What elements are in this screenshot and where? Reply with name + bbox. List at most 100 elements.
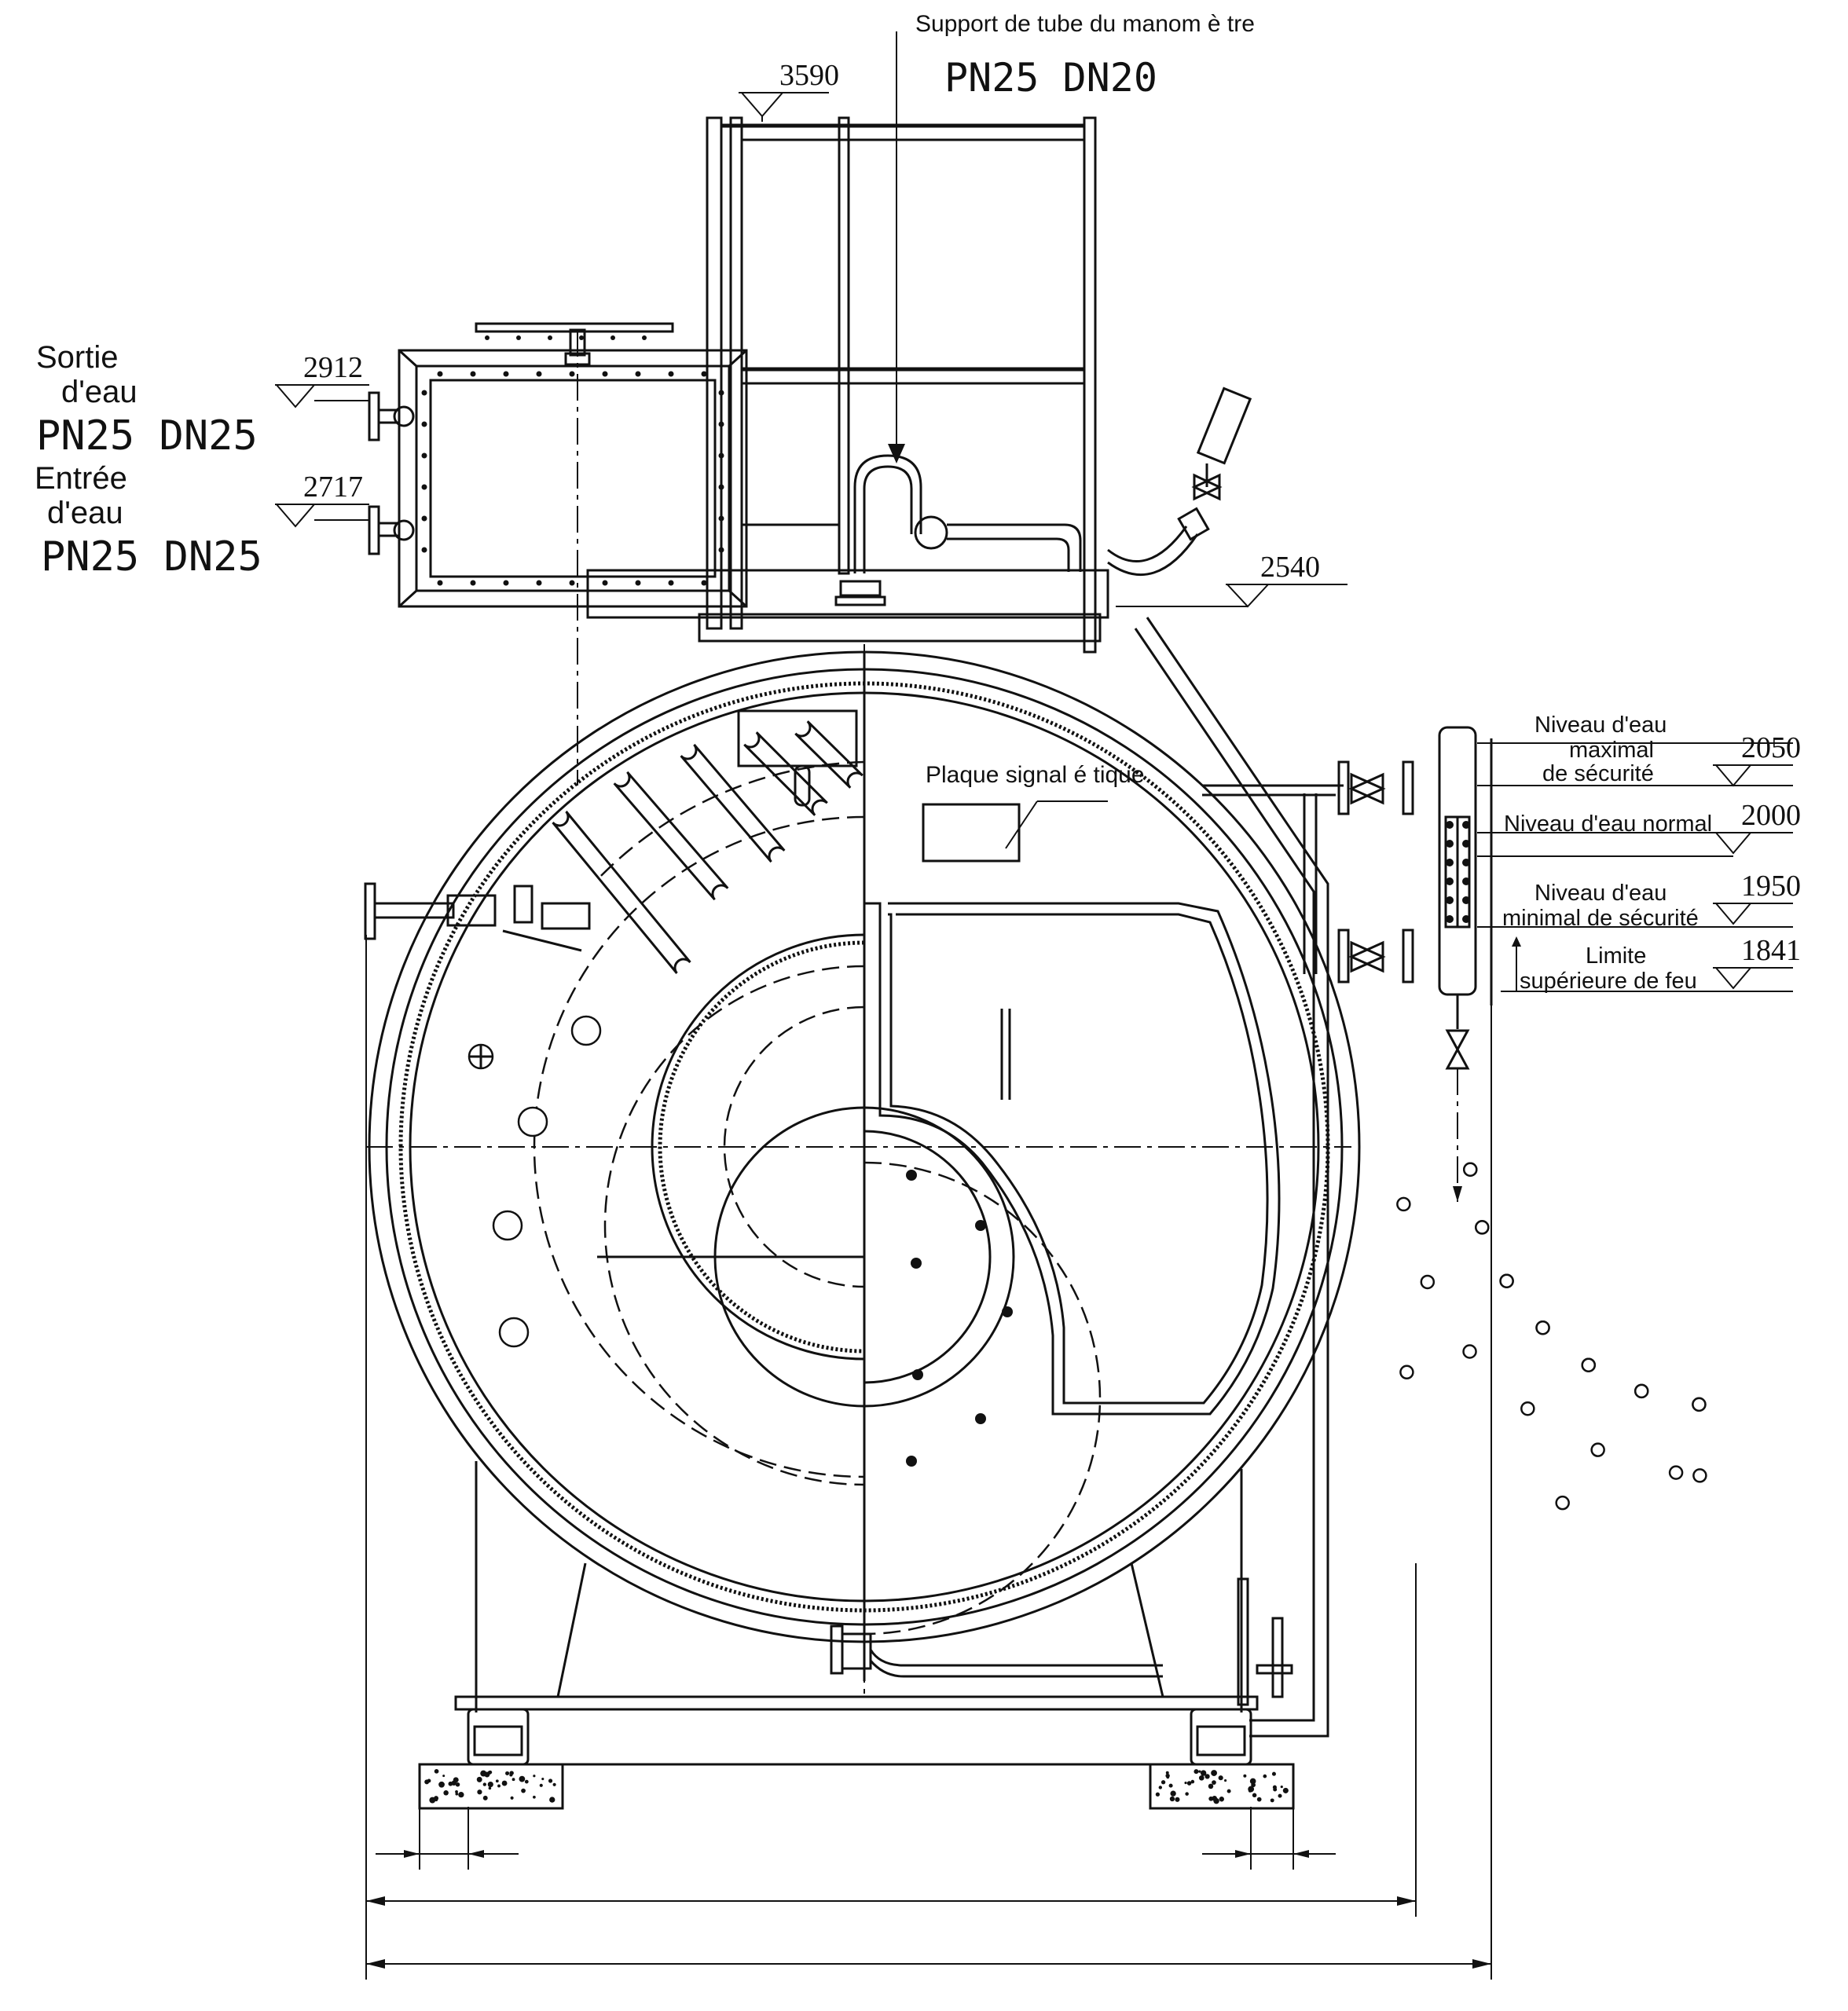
bolt	[421, 390, 427, 396]
gauge-dot	[1446, 877, 1454, 885]
bolt	[536, 371, 542, 377]
concrete-speck	[438, 1781, 445, 1788]
concrete-speck	[1185, 1792, 1189, 1796]
hatch-pipe	[794, 764, 811, 807]
tube-hole	[1462, 1344, 1477, 1359]
tube-hole	[1590, 1442, 1605, 1457]
concrete-speck	[519, 1775, 526, 1782]
concrete-speck	[458, 1792, 464, 1798]
smoke-tube	[743, 731, 828, 816]
bolt	[602, 580, 608, 586]
concrete-speck	[476, 1776, 482, 1782]
manometer-spec: PN25 DN20	[944, 55, 1157, 101]
water-inlet-spec: PN25 DN25	[41, 533, 262, 581]
flue-bolt	[1002, 1306, 1013, 1317]
bolt	[718, 452, 724, 459]
flue-bolt	[906, 1170, 917, 1181]
bolt	[503, 580, 509, 586]
bolt	[668, 580, 674, 586]
concrete-speck	[497, 1784, 500, 1788]
concrete-speck	[434, 1797, 438, 1802]
bolt	[421, 421, 427, 427]
concrete-speck	[1249, 1778, 1256, 1785]
manometer-siphon	[853, 31, 1252, 577]
bolt	[437, 371, 443, 377]
concrete-speck	[510, 1796, 514, 1800]
concrete-speck	[424, 1779, 430, 1785]
bolt	[718, 390, 724, 396]
concrete-speck	[442, 1775, 446, 1778]
bolt	[421, 484, 427, 490]
concrete-speck	[1168, 1783, 1173, 1788]
tube-hole	[1692, 1468, 1707, 1483]
bolt	[718, 484, 724, 490]
smoke-tube	[552, 811, 691, 974]
bolt	[485, 335, 490, 340]
concrete-speck	[1270, 1798, 1274, 1803]
elevation-min-safe: 1950	[1741, 870, 1801, 903]
concrete-speck	[1194, 1769, 1199, 1775]
concrete-speck	[482, 1795, 488, 1800]
concrete-speck	[1208, 1783, 1214, 1789]
concrete-speck	[1212, 1795, 1218, 1801]
concrete-speck	[1224, 1779, 1227, 1782]
gauge-dot	[1462, 840, 1470, 848]
bolt	[548, 335, 552, 340]
concrete-speck	[455, 1789, 458, 1793]
bolt	[437, 580, 443, 586]
bolt	[668, 371, 674, 377]
concrete-speck	[1263, 1774, 1267, 1778]
concrete-speck	[1219, 1797, 1225, 1802]
tube-hole	[1692, 1397, 1707, 1412]
concrete-speck	[1278, 1793, 1282, 1798]
concrete-speck	[1200, 1770, 1207, 1776]
elevation-inlet: 2717	[303, 471, 363, 504]
bolt	[470, 580, 476, 586]
gauge-dot	[1462, 859, 1470, 866]
bolt	[579, 335, 584, 340]
bolt	[421, 547, 427, 553]
elevation-outlet: 2912	[303, 351, 363, 384]
concrete-speck	[1198, 1770, 1201, 1773]
gauge-dot	[1462, 877, 1470, 885]
gauge-dot	[1446, 821, 1454, 829]
tube-hole	[1581, 1357, 1597, 1372]
fire-limit-label-2: supérieure de feu	[1520, 969, 1697, 994]
bolt	[635, 371, 641, 377]
bolt	[536, 580, 542, 586]
concrete-speck	[1284, 1789, 1288, 1793]
bolt	[701, 371, 707, 377]
concrete-speck	[1184, 1782, 1187, 1785]
bolt	[421, 452, 427, 459]
concrete-speck	[1271, 1771, 1276, 1776]
level-max-label-3: de sécurité	[1542, 761, 1654, 786]
concrete-speck	[429, 1797, 436, 1804]
tube-hole	[1420, 1274, 1436, 1290]
concrete-speck	[487, 1781, 493, 1788]
concrete-speck	[455, 1782, 460, 1787]
water-outlet-label-1: Sortie	[36, 340, 119, 375]
tube-hole	[1634, 1383, 1649, 1399]
elevation-platform: 2540	[1260, 551, 1320, 584]
concrete-speck	[549, 1797, 556, 1803]
concrete-speck	[1226, 1789, 1231, 1793]
concrete-speck	[524, 1779, 529, 1784]
flue-bolt	[906, 1456, 917, 1467]
bolt	[635, 580, 641, 586]
gauge-dot	[1446, 859, 1454, 866]
bolt	[569, 371, 575, 377]
gauge-dot	[1446, 840, 1454, 848]
elevation-markers	[275, 92, 1793, 992]
tube-hole	[1396, 1196, 1411, 1212]
gauge-dot	[1462, 915, 1470, 923]
water-outlet-label-2: d'eau	[61, 375, 138, 409]
concrete-speck	[434, 1768, 439, 1774]
bolt	[569, 580, 575, 586]
level-min-label-1: Niveau d'eau	[1534, 881, 1666, 906]
concrete-speck	[509, 1773, 513, 1777]
bolt	[718, 515, 724, 522]
concrete-speck	[548, 1778, 553, 1783]
tube-hole	[1475, 1220, 1490, 1235]
gauge-dot	[1462, 821, 1470, 829]
elevation-max-safe: 2050	[1741, 731, 1801, 764]
